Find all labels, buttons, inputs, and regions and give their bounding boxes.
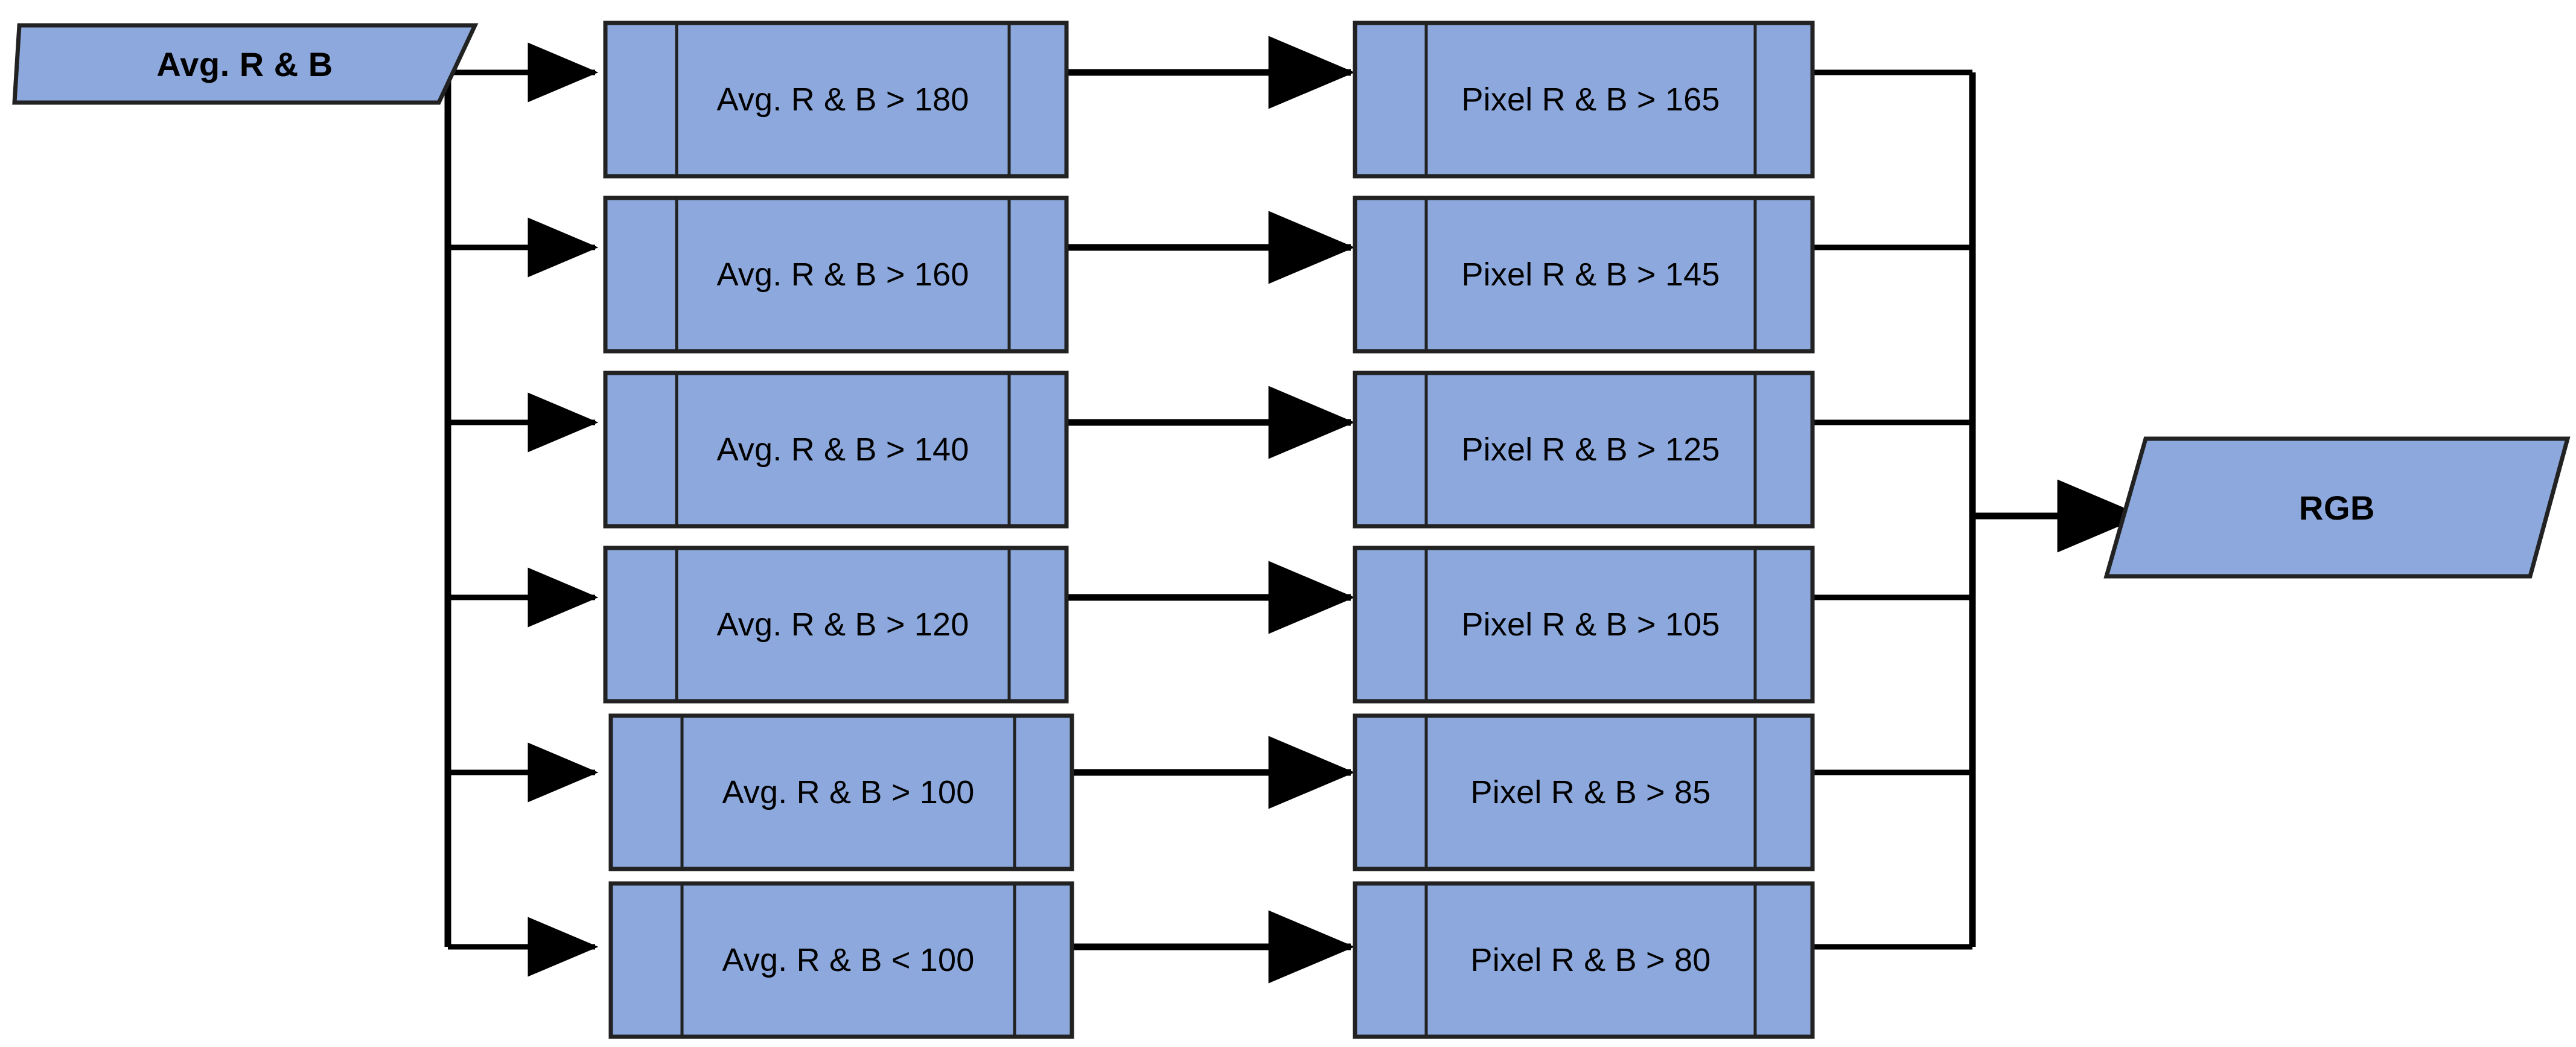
pixel-stage-box-1[interactable] (1353, 21, 1815, 179)
avg-stage-boxes (603, 21, 1074, 1039)
avg-stage-box-1[interactable] (603, 21, 1069, 179)
pixel-stage-box-2[interactable] (1353, 196, 1815, 354)
avg-stage-box-5[interactable] (608, 713, 1074, 871)
avg-stage-box-3[interactable] (603, 371, 1069, 529)
connector-group-fanout (444, 42, 599, 977)
avg-stage-box-4[interactable] (603, 546, 1069, 704)
connector-group-merge (1812, 69, 2144, 950)
pixel-stage-boxes (1353, 21, 1815, 1039)
avg-stage-box-2[interactable] (603, 196, 1069, 354)
pixel-stage-box-3[interactable] (1353, 371, 1815, 529)
pixel-stage-box-5[interactable] (1353, 713, 1815, 871)
pixel-stage-box-6[interactable] (1353, 881, 1815, 1039)
input-node-shape[interactable] (12, 23, 479, 105)
avg-stage-box-6[interactable] (608, 881, 1074, 1039)
pixel-stage-box-4[interactable] (1353, 546, 1815, 704)
output-node-shape[interactable] (2103, 436, 2571, 579)
connector-group-stage-links (1068, 36, 1355, 984)
